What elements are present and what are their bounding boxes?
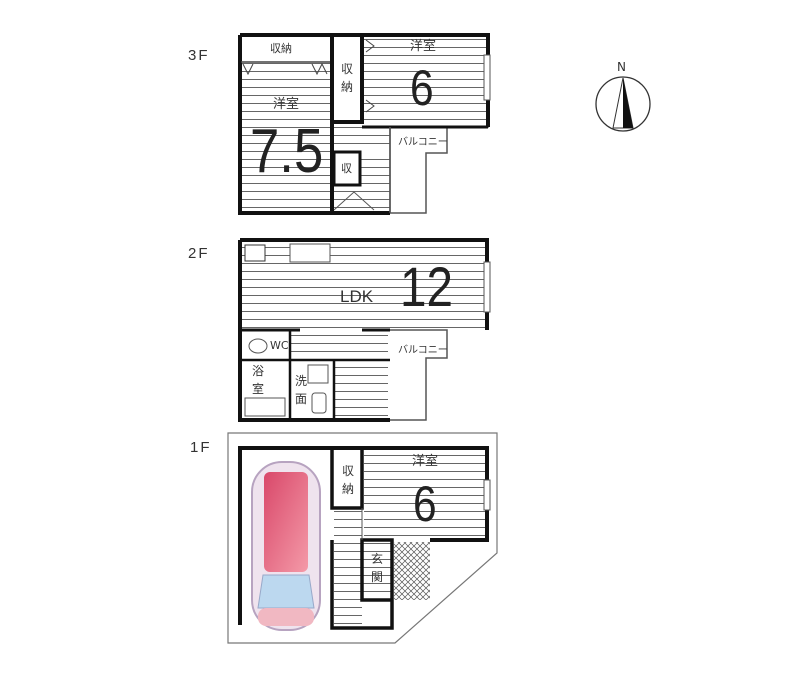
stairs-1f	[334, 508, 362, 628]
car-illustration	[251, 461, 321, 631]
wash-basin	[311, 392, 327, 414]
floor-label-3f: 3F	[188, 47, 210, 64]
room-7-5-floor	[241, 62, 330, 212]
closet-label: 収納	[270, 42, 292, 55]
fridge	[244, 244, 266, 262]
bath-label: 浴室	[251, 364, 264, 396]
hall-floor	[334, 125, 390, 151]
room-size: 6	[413, 476, 437, 532]
small-closet	[332, 150, 362, 187]
bathtub	[244, 397, 286, 417]
ldk-floor	[241, 242, 485, 328]
room-size: 6	[410, 60, 434, 116]
room-name: LDK	[340, 287, 374, 306]
room-name: 洋室	[412, 454, 439, 469]
balcony-label: バルコニー	[398, 137, 448, 148]
floor-3f-plan	[238, 33, 491, 215]
balcony-label: バルコニー	[398, 345, 448, 356]
toilet	[248, 338, 268, 354]
wc-label: WC	[270, 339, 289, 352]
entrance-label: 玄関	[370, 552, 383, 584]
floor-1f-plan	[227, 432, 498, 644]
entrance-porch-tiles	[394, 542, 430, 600]
compass-north-label: N	[617, 60, 626, 74]
closet-label: 収納	[341, 464, 354, 496]
kitchen-sink	[289, 243, 331, 263]
room-name: 洋室	[273, 97, 300, 112]
room-6-floor	[364, 37, 486, 125]
floor-2f-plan	[238, 238, 491, 422]
floor-label-1f: 1F	[190, 439, 212, 456]
room-name: 洋室	[410, 39, 437, 54]
floor-label-2f: 2F	[188, 245, 210, 262]
site-boundary	[227, 432, 498, 644]
room-6-1f-floor	[364, 450, 486, 538]
washing-machine	[307, 364, 329, 384]
closet-label: 収	[341, 162, 352, 175]
north-compass	[595, 76, 651, 132]
closet-label: 収納	[340, 62, 353, 94]
room-size: 7.5	[250, 117, 324, 186]
washroom-label: 洗面	[294, 374, 307, 406]
room-size: 12	[400, 255, 453, 318]
stairs-2f	[334, 360, 388, 418]
